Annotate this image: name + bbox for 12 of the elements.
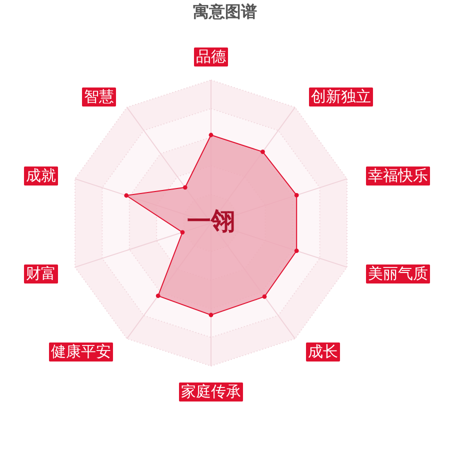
axis-label: 美丽气质	[366, 264, 430, 284]
axis-label: 家庭传承	[179, 382, 243, 402]
axis-label: 成长	[306, 342, 340, 362]
axis-label: 幸福快乐	[366, 166, 430, 186]
axis-label: 健康平安	[49, 342, 113, 362]
axis-label: 智慧	[82, 88, 116, 106]
axis-label: 品德	[194, 48, 228, 66]
axis-label: 财富	[24, 264, 58, 284]
axis-label: 创新独立	[309, 88, 373, 106]
axis-label: 成就	[24, 166, 58, 186]
chart-title: 寓意图谱	[192, 2, 258, 23]
name-text: 一翎	[187, 206, 235, 237]
